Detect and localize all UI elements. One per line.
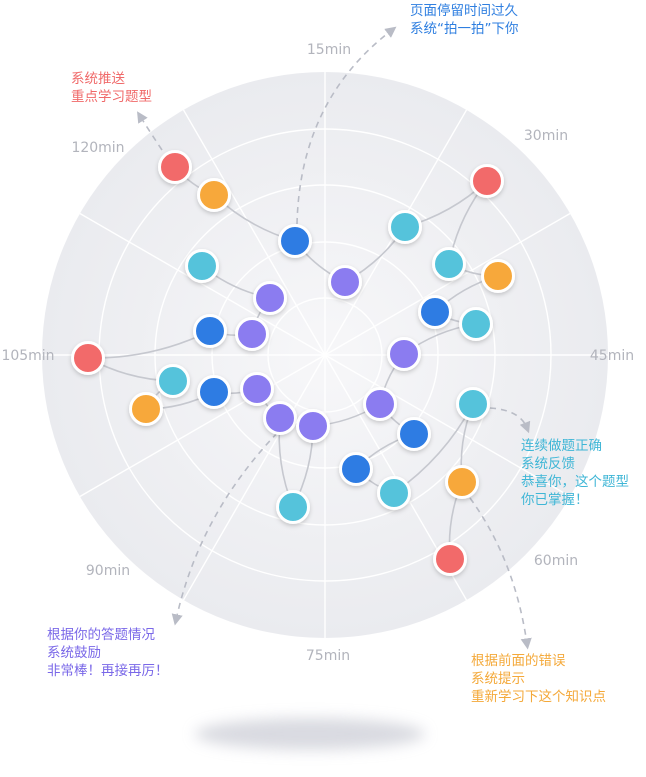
node-blue [197, 375, 231, 409]
node-cyan [459, 307, 493, 341]
annotation-top-left: 系统推送重点学习题型 [71, 70, 152, 106]
node-orange [129, 392, 163, 426]
annotation-line: 连续做题正确 [521, 438, 602, 454]
radial-label-60min: 60min [534, 553, 578, 569]
radar-spoke [182, 109, 326, 356]
annotation-top-right: 页面停留时间过久系统“拍一拍”下你 [410, 2, 519, 38]
annotation-line: 系统推送 [71, 71, 125, 87]
annotation-line: 系统提示 [471, 671, 525, 687]
annotation-line: 页面停留时间过久 [410, 3, 518, 19]
radar-spoke [182, 354, 326, 601]
radial-label-15min: 15min [307, 42, 351, 58]
node-cyan [156, 364, 190, 398]
node-orange [481, 259, 515, 293]
node-blue [278, 224, 312, 258]
node-cyan [377, 476, 411, 510]
radial-label-45min: 45min [590, 348, 634, 364]
radar-spoke [324, 354, 571, 498]
annotation-bottom-right: 根据前面的错误系统提示重新学习下这个知识点 [471, 652, 606, 706]
radial-tick-labels: 15min 30min 45min 60min 75min 90min 105min 120m… [1, 42, 634, 664]
node-purple [363, 387, 397, 421]
node-purple [235, 317, 269, 351]
radar-spoke [324, 212, 571, 356]
annotation-bottom-left: 根据你的答题情况系统鼓励非常棒！再接再厉！ [47, 626, 169, 680]
leader-top-left [137, 111, 163, 151]
node-red [71, 341, 105, 375]
node-cyan [432, 247, 466, 281]
node-orange [197, 178, 231, 212]
annotation-line: 根据前面的错误 [471, 653, 566, 669]
annotation-right: 连续做题正确系统反馈恭喜你，这个题型你已掌握！ [521, 437, 629, 509]
node-purple [253, 281, 287, 315]
node-red [470, 164, 504, 198]
annotation-line: 系统反馈 [521, 456, 575, 472]
node-blue [397, 417, 431, 451]
leader-bottom-right [469, 497, 532, 650]
node-cyan [456, 387, 490, 421]
annotation-leader-arrows [137, 26, 532, 650]
radar-spoke [79, 354, 326, 498]
annotation-line: 系统“拍一拍”下你 [410, 21, 519, 37]
annotation-line: 非常棒！再接再厉！ [47, 663, 169, 679]
annotation-line: 恭喜你，这个题型 [521, 474, 629, 490]
radial-label-90min: 90min [86, 563, 130, 579]
annotation-line: 重新学习下这个知识点 [471, 689, 606, 705]
node-orange [445, 465, 479, 499]
progress-nodes [71, 150, 515, 576]
node-purple [296, 409, 330, 443]
node-blue [418, 295, 452, 329]
radial-label-105min: 105min [1, 348, 54, 364]
node-blue [193, 314, 227, 348]
annotation-line: 系统鼓励 [47, 645, 101, 661]
node-red [158, 150, 192, 184]
node-purple [263, 401, 297, 435]
leader-top-right [296, 26, 397, 225]
leader-bottom-left [171, 424, 286, 626]
node-cyan [276, 490, 310, 524]
node-purple [328, 265, 362, 299]
node-purple [387, 337, 421, 371]
radial-label-30min: 30min [524, 128, 568, 144]
floor-shadow [195, 718, 425, 750]
radial-label-120min: 120min [71, 140, 124, 156]
annotation-line: 你已掌握！ [521, 492, 589, 508]
node-purple [240, 372, 274, 406]
node-red [433, 542, 467, 576]
radial-label-75min: 75min [306, 648, 350, 664]
leader-right [489, 407, 531, 434]
node-cyan [388, 210, 422, 244]
node-blue [339, 452, 373, 486]
radar-spoke [79, 212, 326, 356]
annotation-line: 根据你的答题情况 [47, 627, 155, 643]
annotation-line: 重点学习题型 [71, 89, 152, 105]
node-cyan [185, 249, 219, 283]
